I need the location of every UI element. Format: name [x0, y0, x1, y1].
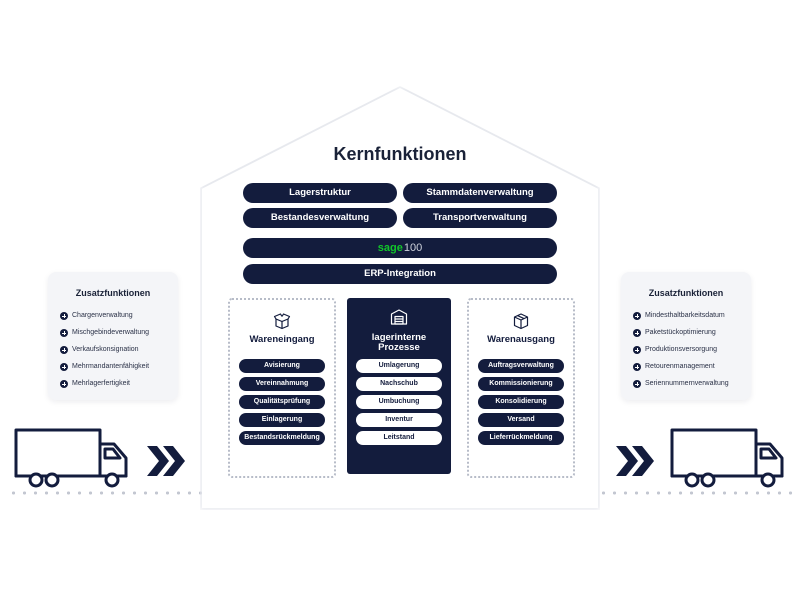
item-qualitaetspruefung: Qualitätsprüfung	[239, 395, 325, 409]
item-inventur: Inventur	[356, 413, 442, 427]
closed-box-icon	[512, 312, 530, 330]
panel-wareneingang: Wareneingang Avisierung Vereinnahmung Qu…	[228, 298, 336, 478]
lagerintern-title-line1: lagerinterne	[371, 332, 427, 343]
double-chevron-right-icon-left	[147, 446, 185, 476]
list-item: Mehrlagerfertigkeit	[60, 378, 149, 395]
plus-circle-icon	[633, 380, 641, 388]
open-box-icon	[273, 312, 291, 330]
item-versand: Versand	[478, 413, 564, 427]
list-item: Mindesthaltbarkeitsdatum	[633, 310, 729, 327]
plus-circle-icon	[60, 380, 68, 388]
panel-warenausgang: Warenausgang Auftragsverwaltung Kommissi…	[467, 298, 575, 478]
item-konsolidierung: Konsolidierung	[478, 395, 564, 409]
list-item: Chargenverwaltung	[60, 310, 149, 327]
lagerintern-title-line2: Prozesse	[378, 342, 420, 353]
panel-lagerinterne-prozesse: lagerinterne Prozesse Umlagerung Nachsch…	[347, 298, 451, 474]
pill-lagerstruktur: Lagerstruktur	[243, 183, 397, 203]
double-chevron-right-icon-right	[616, 446, 654, 476]
item-auftragsverwaltung: Auftragsverwaltung	[478, 359, 564, 373]
plus-circle-icon	[60, 329, 68, 337]
pill-sage-100: sage100	[243, 238, 557, 258]
sage-version: 100	[403, 242, 423, 254]
sage-logo: sage	[377, 242, 403, 254]
item-bestandsrueckmeldung: Bestandsrückmeldung	[239, 431, 325, 445]
list-item: Mischgebindeverwaltung	[60, 327, 149, 344]
plus-circle-icon	[633, 363, 641, 371]
plus-circle-icon	[60, 363, 68, 371]
zusatzfunktionen-left-list: Chargenverwaltung Mischgebindeverwaltung…	[60, 310, 149, 395]
zusatzfunktionen-right-card: Zusatzfunktionen Mindesthaltbarkeitsdatu…	[621, 272, 751, 400]
truck-icon-right	[670, 428, 784, 488]
pill-transportverwaltung: Transportverwaltung	[403, 208, 557, 228]
zusatzfunktionen-right-title: Zusatzfunktionen	[648, 288, 724, 298]
item-leitstand: Leitstand	[356, 431, 442, 445]
item-vereinnahmung: Vereinnahmung	[239, 377, 325, 391]
item-kommissionierung: Kommissionierung	[478, 377, 564, 391]
zusatzfunktionen-left-card: Zusatzfunktionen Chargenverwaltung Misch…	[48, 272, 178, 400]
item-umbuchung: Umbuchung	[356, 395, 442, 409]
ground-dots-right	[598, 491, 794, 495]
page-title: Kernfunktionen	[333, 144, 467, 164]
item-umlagerung: Umlagerung	[356, 359, 442, 373]
plus-circle-icon	[60, 312, 68, 320]
list-item: Retourenmanagement	[633, 361, 729, 378]
wareneingang-title: Wareneingang	[249, 334, 315, 345]
truck-icon-left	[14, 428, 128, 488]
pill-bestandesverwaltung: Bestandesverwaltung	[243, 208, 397, 228]
pill-erp-integration: ERP-Integration	[243, 264, 557, 284]
zusatzfunktionen-left-title: Zusatzfunktionen	[75, 288, 151, 298]
ground-dots-left	[8, 491, 204, 495]
item-lieferrueckmeldung: Lieferrückmeldung	[478, 431, 564, 445]
item-avisierung: Avisierung	[239, 359, 325, 373]
pill-stammdatenverwaltung: Stammdatenverwaltung	[403, 183, 557, 203]
zusatzfunktionen-right-list: Mindesthaltbarkeitsdatum Paketstückoptim…	[633, 310, 729, 395]
warehouse-icon	[390, 308, 408, 326]
plus-circle-icon	[633, 346, 641, 354]
list-item: Mehrmandantenfähigkeit	[60, 361, 149, 378]
list-item: Verkaufskonsignation	[60, 344, 149, 361]
item-nachschub: Nachschub	[356, 377, 442, 391]
list-item: Produktionsversorgung	[633, 344, 729, 361]
list-item: Seriennummernverwaltung	[633, 378, 729, 395]
plus-circle-icon	[633, 312, 641, 320]
plus-circle-icon	[60, 346, 68, 354]
item-einlagerung: Einlagerung	[239, 413, 325, 427]
warenausgang-title: Warenausgang	[487, 334, 555, 345]
plus-circle-icon	[633, 329, 641, 337]
list-item: Paketstückoptimierung	[633, 327, 729, 344]
